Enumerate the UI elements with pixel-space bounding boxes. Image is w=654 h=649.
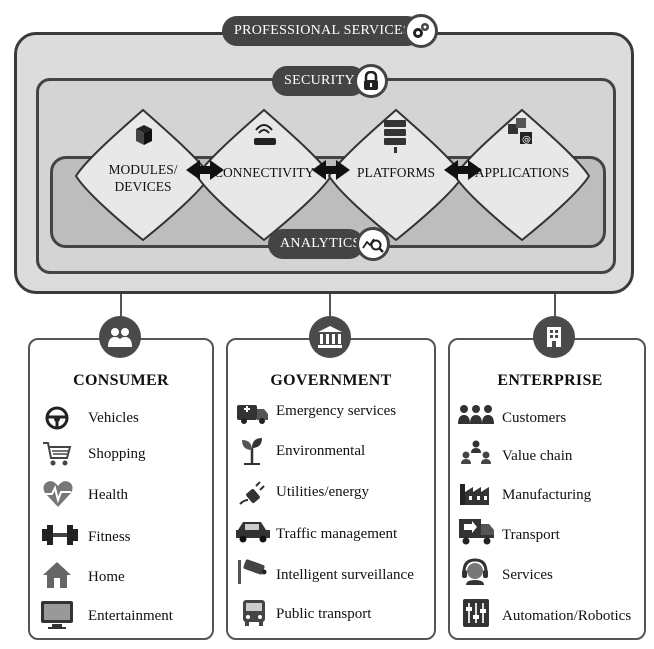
customers-icon [458,404,494,430]
stack-label-applications: APPLICATIONS [474,165,570,180]
value-chain-icon [460,440,491,466]
server-icon [384,120,406,153]
analytics-pill: ANALYTICS [268,229,364,259]
consumer-item-fitness: Fitness [88,529,131,545]
diamond-platforms [327,108,465,242]
delivery-truck-icon [458,516,494,545]
car-icon [234,518,270,544]
enterprise-item-services: Services [502,567,553,583]
plant-icon [240,436,270,465]
gears-icon [404,14,438,48]
consumer-item-health: Health [88,487,128,503]
camera-icon [236,558,267,584]
government-item-environmental: Environmental [276,443,366,459]
enterprise-item-transport: Transport [502,527,560,543]
consumer-item-entertainment: Entertainment [88,608,173,624]
enterprise-item-automation-robotics: Automation/Robotics [502,608,632,624]
steering-wheel-icon [44,405,74,431]
consumer-item-home: Home [88,569,125,585]
government-item-intelligent-surveillance: Intelligent surveillance [276,567,414,583]
diamond-connectivity [195,108,333,242]
enterprise-item-customers: Customers [502,410,567,426]
lock-icon [354,64,388,98]
tv-icon [40,600,73,629]
government-item-public-transport: Public transport [276,606,372,622]
plug-icon [238,478,268,505]
security-pill: SECURITY [272,66,366,96]
router-icon [254,124,276,145]
government-item-emergency-services: Emergency services [276,403,397,419]
bus-icon [240,598,270,626]
diamond-applications [453,108,591,242]
analytics-label: ANALYTICS [280,236,361,251]
double-arrow-2 [312,160,350,180]
enterprise-item-manufacturing: Manufacturing [502,487,592,503]
government-item-traffic-management: Traffic management [276,526,398,542]
people-icon [99,316,141,358]
connector-government [329,294,331,318]
ambulance-icon [236,400,268,426]
shopping-cart-icon [42,440,72,466]
stack-label-platforms: PLATFORMS [356,165,436,180]
dumbbell-icon [40,522,78,548]
house-icon [42,561,72,588]
security-label: SECURITY [284,73,355,88]
government-title: GOVERNMENT [270,372,392,389]
headset-icon [460,558,490,585]
sliders-icon [462,598,492,627]
double-arrow-1 [186,160,224,180]
government-building-icon [309,316,351,358]
enterprise-item-value-chain: Value chain [502,448,573,464]
stack-label-modules-devices: MODULES/ DEVICES [108,162,178,194]
consumer-title: CONSUMER [73,372,169,389]
stack-diagram: @ [74,108,591,242]
svg-text:@: @ [522,135,531,145]
analytics-magnifier-icon [356,227,390,261]
enterprise-icon [533,316,575,358]
connector-enterprise [554,294,556,318]
connector-consumer [120,294,122,318]
heartbeat-icon [42,480,73,507]
enterprise-title: ENTERPRISE [497,372,603,389]
cube-device-icon [136,125,152,145]
diamond-modules-devices [74,108,212,242]
double-arrow-3 [444,160,482,180]
factory-icon [458,478,489,505]
government-item-utilities-energy: Utilities/energy [276,484,370,500]
apps-icon: @ [508,118,532,145]
stack-label-connectivity: CONNECTIVITY [214,165,315,180]
professional-services-label: PROFESSIONAL SERVICES [234,23,411,38]
consumer-item-shopping: Shopping [88,446,146,462]
consumer-item-vehicles: Vehicles [88,410,139,426]
professional-services-pill: PROFESSIONAL SERVICES [222,16,422,46]
